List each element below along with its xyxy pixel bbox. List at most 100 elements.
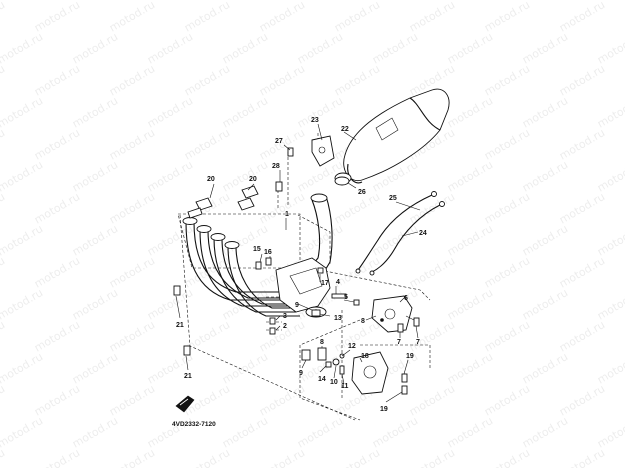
- watermark-text: motod.ru: [595, 158, 625, 194]
- watermark-text: motod.ru: [145, 30, 195, 66]
- watermark-text: motod.ru: [520, 414, 570, 450]
- watermark-text: motod.ru: [482, 446, 532, 468]
- watermark-text: motod.ru: [557, 318, 607, 354]
- part-label-7b: 7: [416, 339, 420, 346]
- part-label-20b: 20: [249, 176, 257, 183]
- watermark-text: motod.ru: [70, 158, 120, 194]
- part-label-25: 25: [389, 195, 397, 202]
- watermark-text: motod.ru: [595, 222, 625, 258]
- watermark-text: motod.ru: [0, 414, 45, 450]
- part-label-7a: 7: [397, 339, 401, 346]
- watermark-text: motod.ru: [70, 30, 120, 66]
- watermark-text: motod.ru: [145, 414, 195, 450]
- watermark-text: motod.ru: [107, 254, 157, 290]
- watermark-text: motod.ru: [295, 414, 345, 450]
- watermark-text: motod.ru: [0, 94, 45, 130]
- watermark-text: motod.ru: [0, 62, 7, 98]
- exhaust-valve-cables: [355, 191, 445, 276]
- watermark-text: motod.ru: [145, 158, 195, 194]
- watermark-text: motod.ru: [557, 0, 607, 35]
- watermark-text: motod.ru: [295, 94, 345, 130]
- watermark-text: motod.ru: [407, 382, 457, 418]
- watermark-text: motod.ru: [182, 0, 232, 35]
- watermark-text: motod.ru: [520, 30, 570, 66]
- watermark-text: motod.ru: [595, 286, 625, 322]
- watermark-text: motod.ru: [220, 350, 270, 386]
- watermark-text: motod.ru: [370, 30, 420, 66]
- part-label-8b: 8: [320, 339, 324, 346]
- muffler: [334, 88, 450, 184]
- watermark-text: motod.ru: [295, 30, 345, 66]
- watermark-text: motod.ru: [332, 446, 382, 468]
- watermark-text: motod.ru: [70, 286, 120, 322]
- part-label-20a: 20: [207, 176, 215, 183]
- watermark-text: motod.ru: [145, 222, 195, 258]
- part-label-21b: 21: [184, 373, 192, 380]
- watermark-text: motod.ru: [107, 190, 157, 226]
- watermark-text: motod.ru: [445, 222, 495, 258]
- watermark-text: motod.ru: [220, 222, 270, 258]
- watermark-text: motod.ru: [520, 94, 570, 130]
- watermark-text: motod.ru: [520, 158, 570, 194]
- watermark-text: motod.ru: [557, 126, 607, 162]
- part-label-13: 13: [334, 315, 342, 322]
- watermark-text: motod.ru: [32, 318, 82, 354]
- watermark-text: motod.ru: [32, 446, 82, 468]
- watermark-text: motod.ru: [257, 446, 307, 468]
- watermark-text: motod.ru: [107, 446, 157, 468]
- muffler-gasket: [334, 176, 350, 186]
- watermark-text: motod.ru: [107, 126, 157, 162]
- part-label-1: 1: [285, 211, 289, 218]
- watermark-text: motod.ru: [70, 350, 120, 386]
- watermark-text: motod.ru: [557, 382, 607, 418]
- part-label-19a: 19: [406, 353, 414, 360]
- watermark-text: motod.ru: [32, 126, 82, 162]
- watermark-text: motod.ru: [107, 382, 157, 418]
- watermark-text: motod.ru: [257, 0, 307, 35]
- watermark-text: motod.ru: [0, 190, 7, 226]
- watermark-text: motod.ru: [482, 0, 532, 35]
- diagram-reference-code: 4VD2332-7120: [172, 421, 216, 428]
- watermark-text: motod.ru: [220, 414, 270, 450]
- part-label-26: 26: [358, 189, 366, 196]
- watermark-text: motod.ru: [482, 254, 532, 290]
- part-label-11: 11: [341, 383, 349, 390]
- watermark-text: motod.ru: [520, 286, 570, 322]
- watermark-text: motod.ru: [0, 0, 7, 35]
- watermark-text: motod.ru: [182, 126, 232, 162]
- watermark-text: motod.ru: [445, 350, 495, 386]
- watermark-text: motod.ru: [257, 62, 307, 98]
- watermark-text: motod.ru: [107, 0, 157, 35]
- leader-lines: [175, 123, 421, 403]
- watermark-text: motod.ru: [595, 350, 625, 386]
- watermark-text: motod.ru: [445, 158, 495, 194]
- part-label-10: 10: [330, 379, 338, 386]
- watermark-text: motod.ru: [557, 446, 607, 468]
- watermark-text: motod.ru: [445, 94, 495, 130]
- watermark-text: motod.ru: [482, 382, 532, 418]
- watermark-text: motod.ru: [482, 318, 532, 354]
- watermark-text: motod.ru: [107, 318, 157, 354]
- muffler-bracket: [311, 135, 335, 167]
- watermark-text: motod.ru: [445, 414, 495, 450]
- watermark-text: motod.ru: [32, 190, 82, 226]
- part-label-18: 18: [361, 353, 369, 360]
- front-arrow-icon: [175, 395, 195, 413]
- watermark-text: motod.ru: [0, 318, 7, 354]
- fasteners: [173, 147, 360, 375]
- watermark-text: motod.ru: [557, 254, 607, 290]
- watermark-text: motod.ru: [482, 126, 532, 162]
- watermark-text: motod.ru: [370, 414, 420, 450]
- part-label-15: 15: [253, 246, 261, 253]
- watermark-text: motod.ru: [220, 30, 270, 66]
- watermark-text: motod.ru: [220, 94, 270, 130]
- watermark-text: motod.ru: [0, 254, 7, 290]
- exhaust-header-pipes: [182, 217, 300, 317]
- watermark-text: motod.ru: [407, 0, 457, 35]
- watermark-text: motod.ru: [70, 94, 120, 130]
- watermark-text: motod.ru: [182, 446, 232, 468]
- watermark-text: motod.ru: [70, 222, 120, 258]
- part-numbers: 23 22 27 28 20 20 26 25 24 1 15 16 17 4 …: [176, 117, 427, 413]
- watermark-text: motod.ru: [0, 382, 7, 418]
